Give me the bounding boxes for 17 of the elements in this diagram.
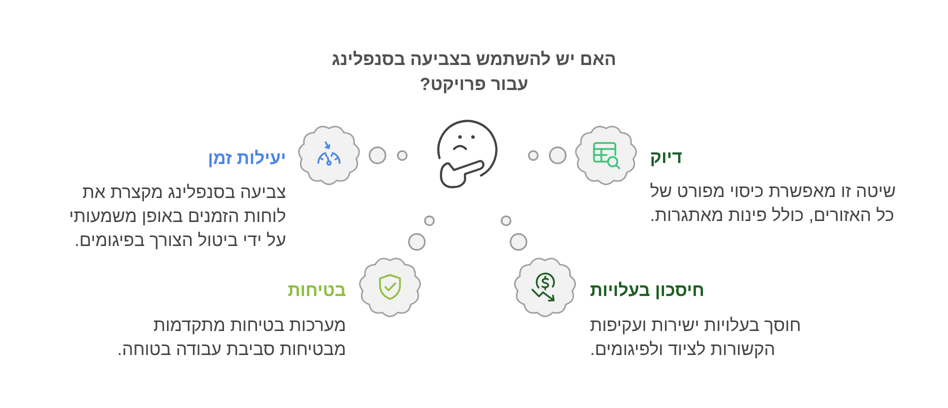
thought-bubbles bbox=[528, 146, 567, 164]
feature-description: צביעה בסנפלינג מקצרת את לוחות הזמנים באופן משמעותי על ידי ביטול הצורך בפיגומים. bbox=[68, 181, 286, 252]
thought-bubbles bbox=[408, 216, 435, 251]
feature-heading: דיוק bbox=[650, 146, 684, 169]
feature-description: מערכות בטיחות מתקדמות מבטיחות סביבת עבודה בטוחה. bbox=[116, 314, 346, 361]
feature-heading: יעילות זמן bbox=[206, 147, 286, 170]
thought-bubbles bbox=[368, 146, 408, 164]
thought-cloud bbox=[513, 256, 577, 318]
feature-description: חוסך בעלויות ישירות ועקיפות הקשורות לציוד ולפיגומים. bbox=[590, 314, 802, 361]
thought-cloud bbox=[297, 124, 361, 186]
thought-cloud bbox=[574, 124, 638, 186]
feature-heading: חיסכון בעלויות bbox=[590, 279, 706, 302]
feature-description: שיטה זו מאפשרת כיסוי מפורט של כל האזורים, כולל פינות מאתגרות. bbox=[650, 180, 897, 227]
thought-cloud bbox=[358, 256, 422, 318]
title: האם יש להשתמש בצביעה בסנפלינג עבור פרויקט? bbox=[330, 48, 618, 96]
feature-heading: בטיחות bbox=[286, 279, 346, 302]
thought-bubbles bbox=[500, 216, 528, 251]
